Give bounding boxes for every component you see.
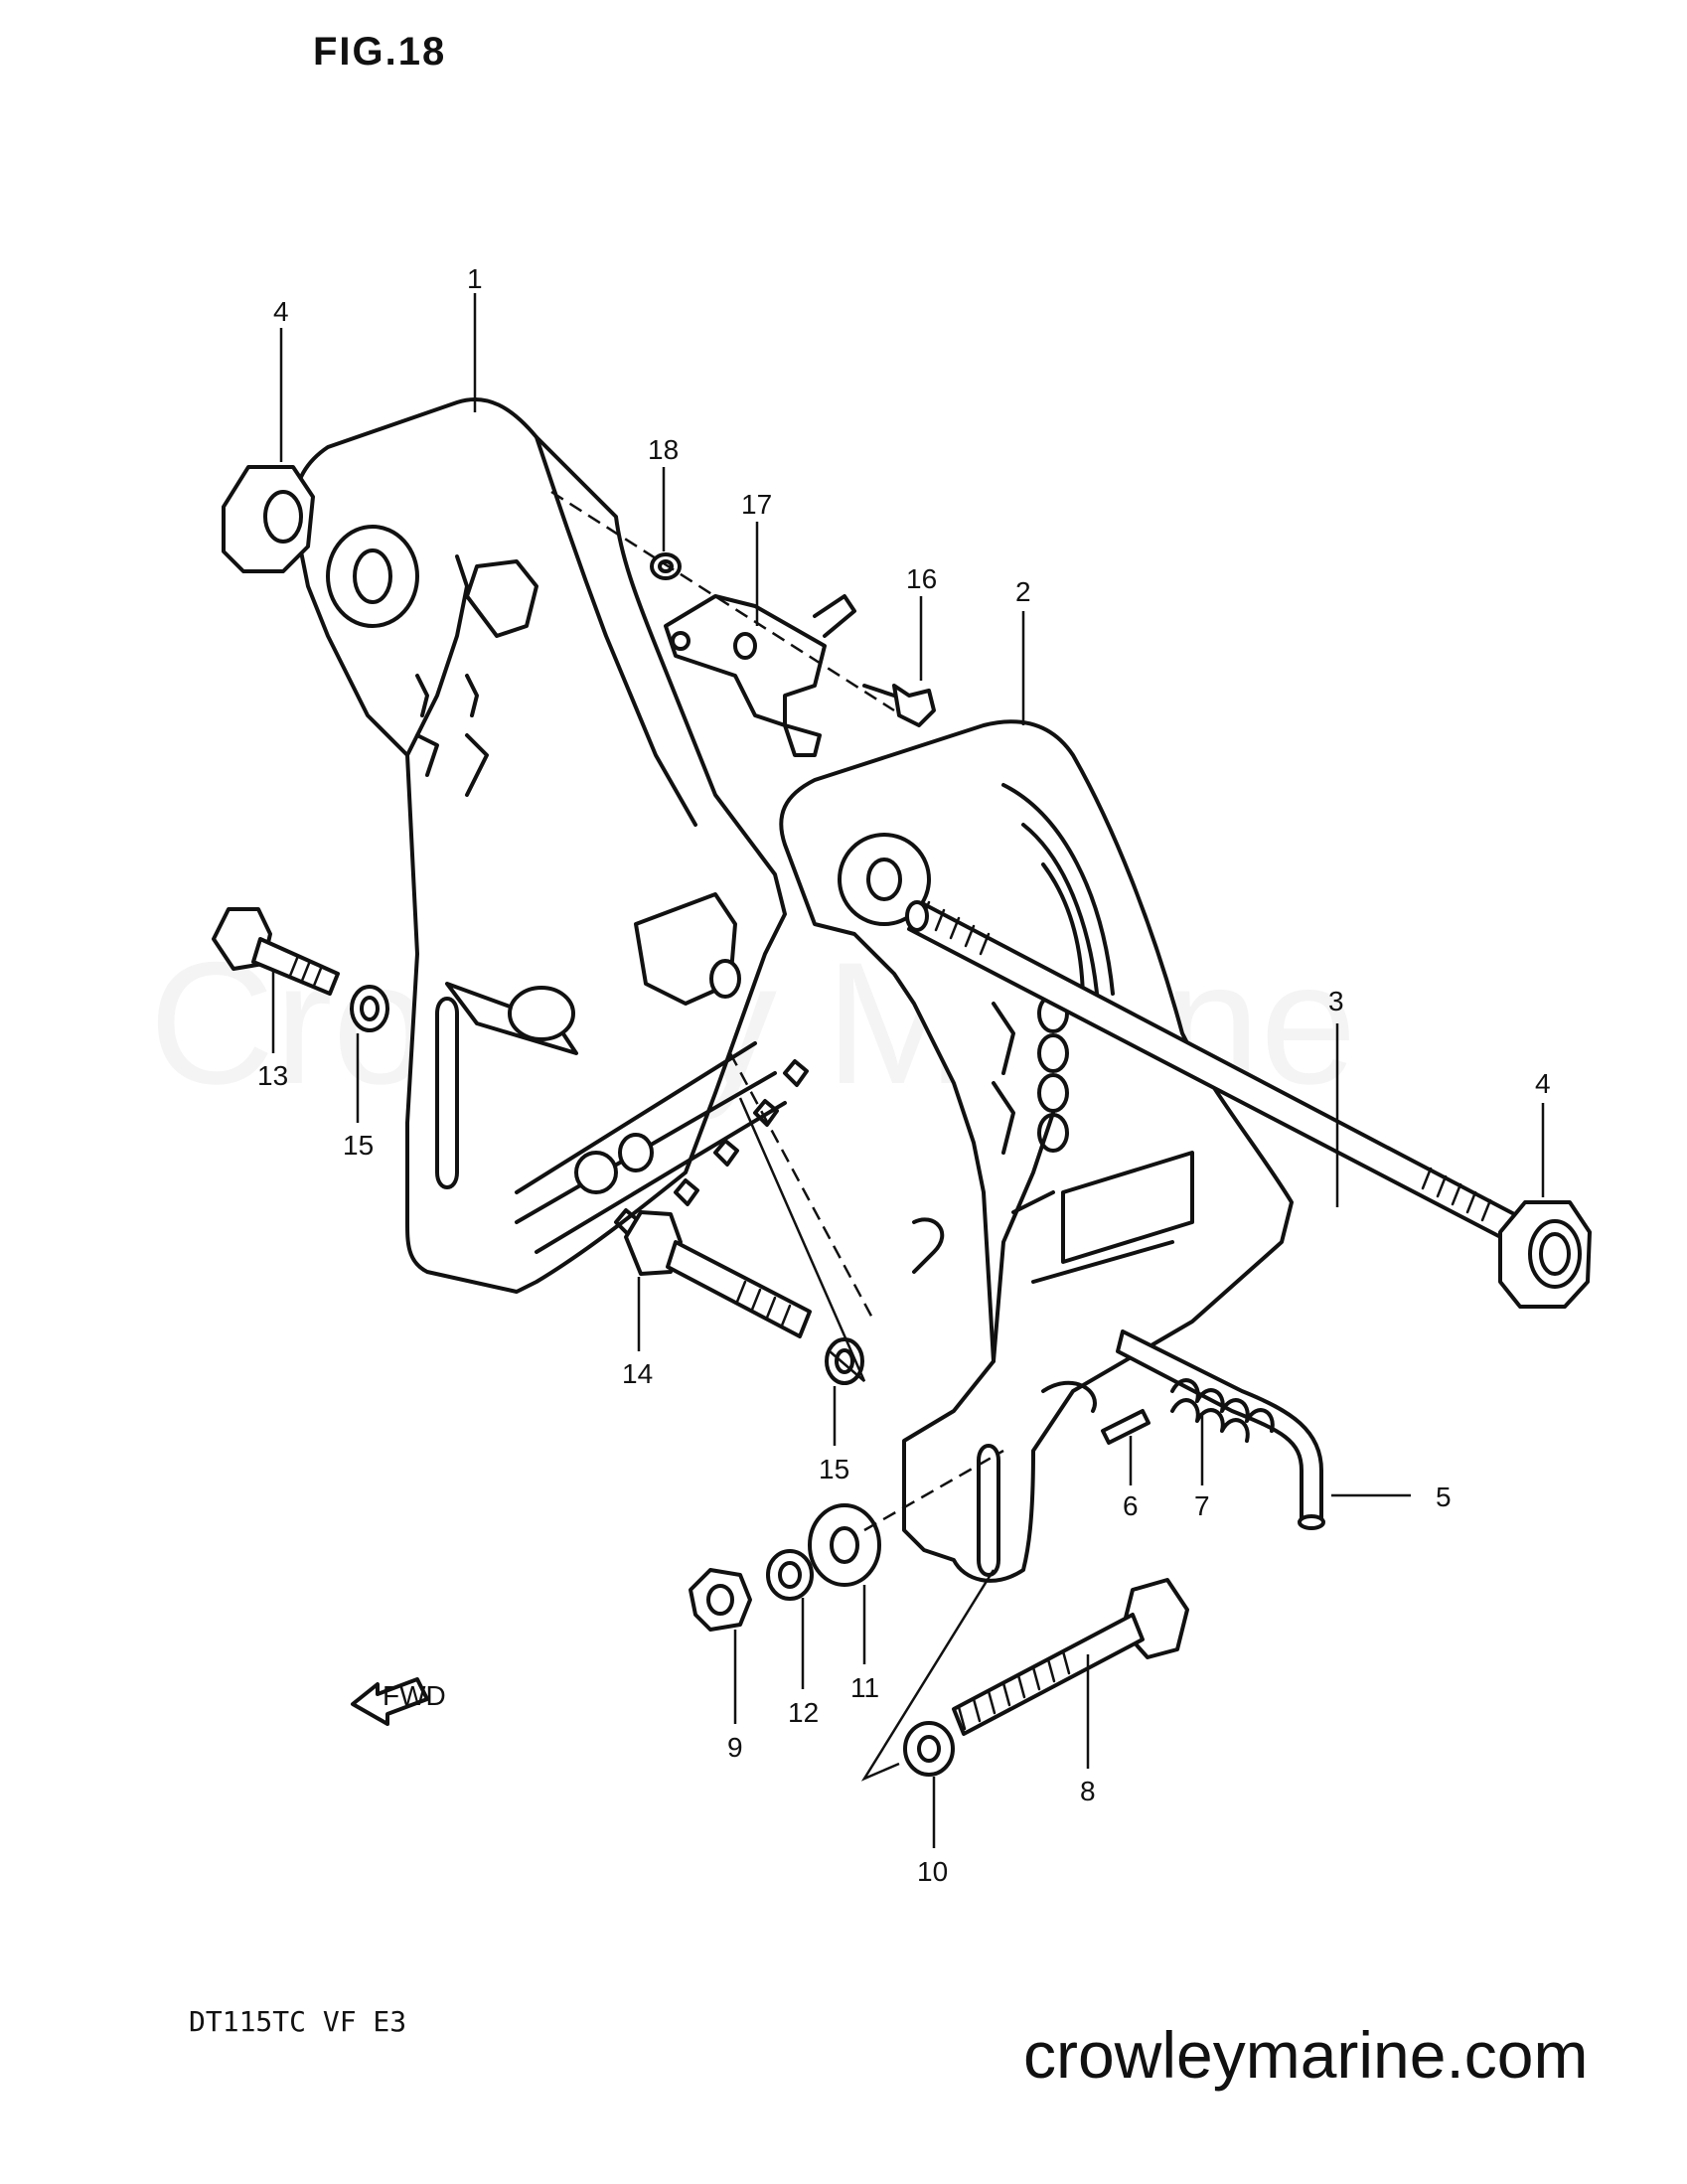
flat-washer-small bbox=[903, 1721, 955, 1777]
callout-10: 10 bbox=[917, 1856, 948, 1887]
callout-17: 17 bbox=[741, 489, 772, 520]
cotter-pin bbox=[1101, 1409, 1150, 1445]
callout-14: 14 bbox=[622, 1358, 653, 1389]
tilt-lock-rod bbox=[1116, 1329, 1325, 1530]
callout-1: 1 bbox=[467, 263, 483, 294]
clamp-bracket-starboard bbox=[779, 719, 1294, 1583]
callout-numbers: 1 2 3 4 4 5 6 7 8 9 10 11 12 13 14 15 15… bbox=[257, 263, 1551, 1887]
tilt-lock-spring bbox=[1170, 1378, 1275, 1443]
callout-5: 5 bbox=[1436, 1482, 1452, 1512]
callout-6: 6 bbox=[1123, 1490, 1139, 1521]
callout-leaders bbox=[271, 293, 1545, 1848]
screw-16 bbox=[862, 684, 936, 727]
fwd-arrow-label: FWD bbox=[383, 1680, 446, 1711]
callout-18: 18 bbox=[648, 434, 679, 465]
callout-16: 16 bbox=[906, 563, 937, 594]
assembly-centerlines bbox=[550, 490, 1004, 1782]
callout-15-upper: 15 bbox=[343, 1130, 374, 1161]
callout-15-lower: 15 bbox=[819, 1454, 849, 1484]
site-url: crowleymarine.com bbox=[1023, 2018, 1589, 2092]
hex-nut-port bbox=[222, 465, 315, 573]
washer-18 bbox=[650, 552, 682, 580]
callout-2: 2 bbox=[1015, 576, 1031, 607]
callout-4-port: 4 bbox=[273, 296, 289, 327]
callout-12: 12 bbox=[788, 1697, 819, 1728]
lock-washer-15-upper bbox=[350, 985, 389, 1032]
model-code: DT115TC VF E3 bbox=[189, 2005, 407, 2038]
callout-9: 9 bbox=[727, 1732, 743, 1763]
callout-8: 8 bbox=[1080, 1776, 1096, 1806]
lock-washer bbox=[766, 1549, 814, 1601]
callout-13: 13 bbox=[257, 1060, 288, 1091]
callout-3: 3 bbox=[1328, 986, 1344, 1016]
trim-sender bbox=[664, 594, 856, 757]
bolt-14 bbox=[624, 1210, 812, 1338]
callout-11: 11 bbox=[850, 1672, 879, 1703]
clamp-bracket-port bbox=[292, 396, 809, 1294]
callout-4-starboard: 4 bbox=[1535, 1068, 1551, 1099]
bolt-13 bbox=[212, 907, 340, 996]
callout-7: 7 bbox=[1194, 1490, 1210, 1521]
flat-washer-large bbox=[808, 1503, 881, 1587]
long-bolt bbox=[952, 1578, 1189, 1736]
lock-washer-15-lower bbox=[825, 1337, 864, 1385]
figure-title: FIG.18 bbox=[313, 30, 447, 74]
hex-nut-starboard bbox=[1498, 1200, 1592, 1309]
hex-nut-small bbox=[689, 1568, 752, 1632]
fwd-arrow: FWD bbox=[351, 1677, 446, 1726]
